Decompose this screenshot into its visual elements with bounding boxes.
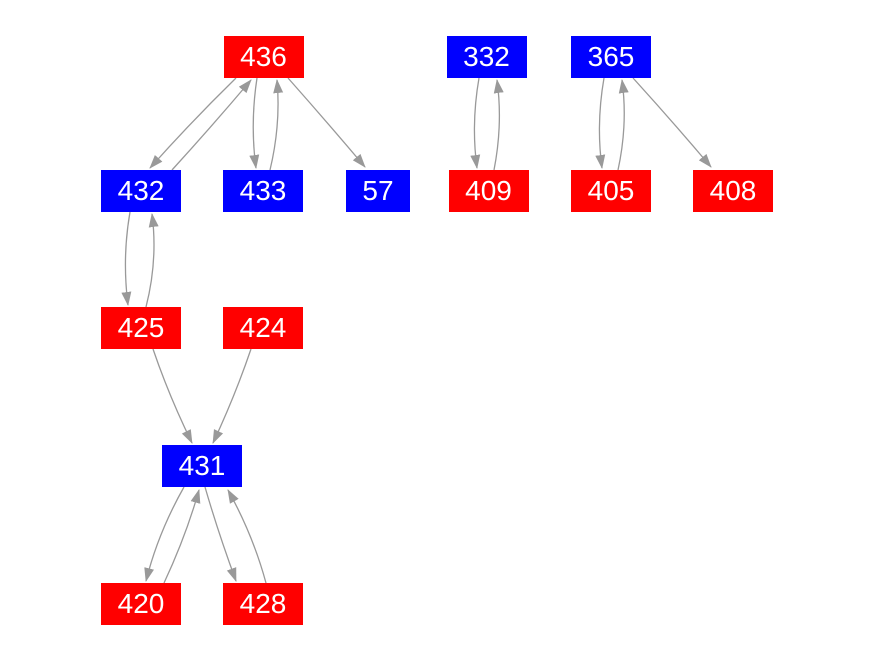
node-label: 424 bbox=[239, 312, 287, 343]
graph-node-332: 332 bbox=[446, 36, 527, 78]
node-label: 431 bbox=[178, 450, 226, 481]
edge-425-431 bbox=[152, 348, 193, 444]
graph-node-425: 425 bbox=[101, 307, 181, 349]
edge-420-431 bbox=[163, 489, 201, 584]
edge-436-433 bbox=[249, 77, 260, 169]
node-label: 57 bbox=[362, 175, 394, 206]
node-label: 425 bbox=[117, 312, 165, 343]
node-label: 405 bbox=[587, 175, 635, 206]
edge-409-332 bbox=[493, 79, 504, 171]
node-label: 436 bbox=[240, 41, 287, 72]
edge-425-432 bbox=[145, 213, 159, 308]
node-label: 409 bbox=[465, 175, 512, 206]
edge-365-405 bbox=[595, 77, 606, 169]
edge-431-420 bbox=[144, 486, 185, 582]
graph-node-436: 436 bbox=[223, 36, 304, 78]
edge-436-432 bbox=[149, 77, 237, 169]
graph-node-424: 424 bbox=[223, 307, 303, 349]
edge-405-365 bbox=[617, 79, 629, 171]
graph-node-420: 420 bbox=[101, 583, 181, 625]
edge-431-428 bbox=[204, 486, 237, 582]
graph-node-409: 409 bbox=[448, 170, 529, 212]
graph-node-365: 365 bbox=[571, 36, 651, 78]
node-label: 365 bbox=[587, 41, 635, 72]
node-label: 420 bbox=[117, 588, 165, 619]
graph-node-408: 408 bbox=[693, 170, 773, 212]
edge-432-436 bbox=[171, 79, 252, 171]
edge-428-431 bbox=[227, 489, 267, 584]
node-label: 332 bbox=[463, 41, 510, 72]
node-label: 433 bbox=[239, 175, 287, 206]
node-label: 428 bbox=[239, 588, 287, 619]
graph-node-432: 432 bbox=[101, 170, 181, 212]
edge-432-425 bbox=[121, 211, 132, 306]
graph-node-431: 431 bbox=[162, 445, 242, 487]
graph-node-57: 57 bbox=[346, 170, 410, 212]
edge-433-436 bbox=[269, 79, 284, 171]
graph-node-428: 428 bbox=[223, 583, 303, 625]
edge-424-431 bbox=[212, 348, 252, 444]
graph-node-433: 433 bbox=[223, 170, 303, 212]
node-label: 432 bbox=[117, 175, 165, 206]
node-label: 408 bbox=[709, 175, 757, 206]
edge-332-409 bbox=[470, 77, 481, 169]
graph-node-405: 405 bbox=[571, 170, 651, 212]
edge-365-408 bbox=[632, 77, 712, 168]
edge-436-57 bbox=[287, 77, 366, 168]
